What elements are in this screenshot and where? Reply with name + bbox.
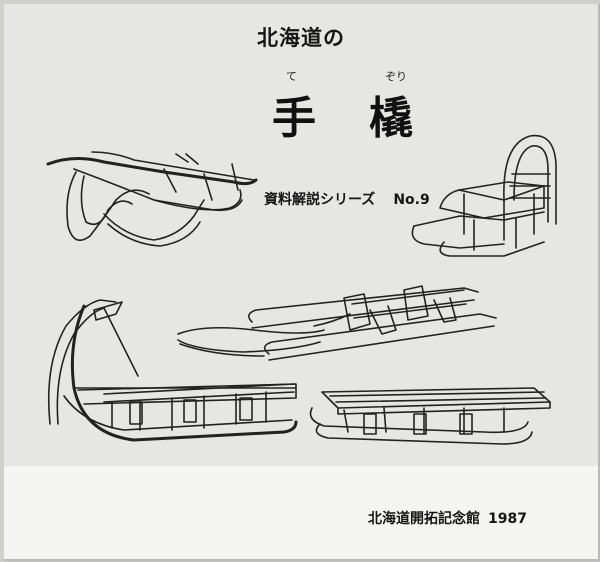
ruby-te: て	[286, 70, 297, 83]
sled-illustrations	[46, 134, 557, 445]
book-cover: 北海道の て ぞり 手 橇 資料解説シリーズ No.9	[4, 4, 600, 561]
chair-sled-illustration	[411, 134, 557, 257]
series-name: 資料解説シリーズ	[264, 192, 376, 208]
hand-sled-with-rope-illustration	[46, 151, 258, 247]
publisher-line: 北海道開拓記念館 1987	[368, 508, 527, 528]
series-label: 資料解説シリーズ No.9	[264, 189, 430, 209]
title-char-te: 手	[272, 93, 316, 144]
cover-lower-panel	[4, 466, 598, 559]
publication-year: 1987	[488, 511, 527, 527]
ski-sled-illustration	[177, 285, 497, 361]
tall-sled-illustration	[47, 299, 298, 442]
title-char-sori: 橇	[369, 93, 413, 144]
ruby-zori: ぞり	[385, 70, 407, 83]
cover-subtitle: 北海道の	[257, 26, 345, 50]
flat-sled-illustration	[309, 387, 551, 445]
publisher-name: 北海道開拓記念館	[368, 511, 480, 527]
series-number: No.9	[393, 192, 430, 208]
